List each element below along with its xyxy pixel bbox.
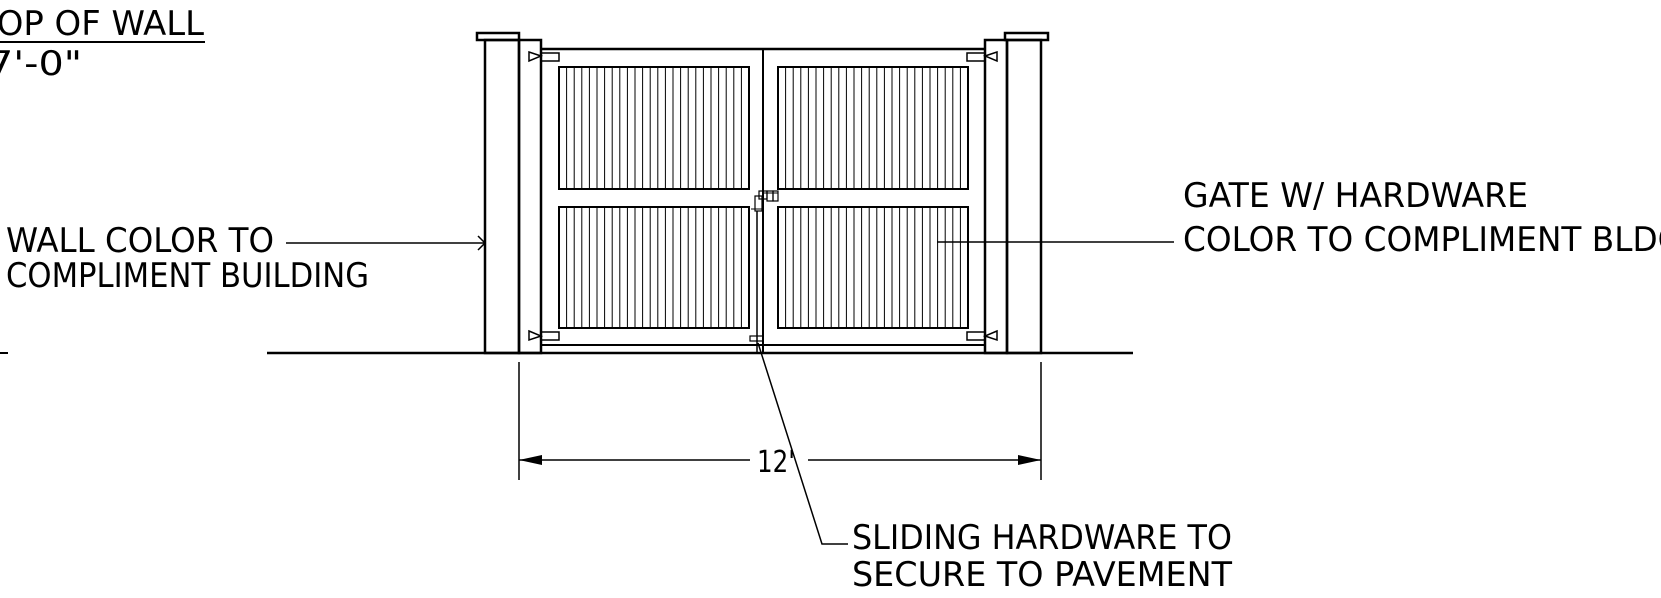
drop-rod-icon: [749, 211, 764, 353]
gate-note-line2: COLOR TO COMPLIMENT BLDG: [1183, 220, 1661, 260]
right-lower-pickets: [785, 207, 961, 328]
hinge-icon: [966, 329, 998, 342]
right-upper-panel: [777, 66, 969, 190]
wall-note-line2: COMPLIMENT BUILDING: [6, 256, 369, 296]
gate-note-line1: GATE W/ HARDWARE: [1183, 176, 1528, 216]
left-upper-panel: [558, 66, 750, 190]
left-pier: [475, 31, 543, 355]
left-gate-leaf: [558, 66, 750, 329]
dimension-line: [518, 362, 1042, 480]
sliding-note-line2: SECURE TO PAVEMENT: [852, 555, 1232, 595]
left-lower-pickets: [566, 207, 742, 328]
gate-frame: [541, 47, 985, 353]
right-pier: [983, 31, 1050, 355]
left-upper-pickets: [566, 67, 742, 189]
top-of-wall-height: 7'-0": [0, 44, 82, 84]
right-lower-panel: [777, 206, 969, 329]
hinge-icon: [528, 50, 560, 63]
sliding-hardware-leader: [757, 342, 848, 545]
left-lower-panel: [558, 206, 750, 329]
hinge-icon: [528, 329, 560, 342]
right-upper-pickets: [785, 67, 961, 189]
sliding-note-line1: SLIDING HARDWARE TO: [852, 518, 1232, 558]
wall-leader: [286, 235, 487, 251]
dimension-label: 12': [757, 445, 795, 480]
hinge-icon: [966, 50, 998, 63]
right-gate-leaf: [777, 66, 969, 329]
top-of-wall-label: TOP OF WALL: [0, 4, 204, 44]
latch-icon: [751, 190, 779, 212]
wall-note-line1: WALL COLOR TO: [6, 221, 274, 261]
